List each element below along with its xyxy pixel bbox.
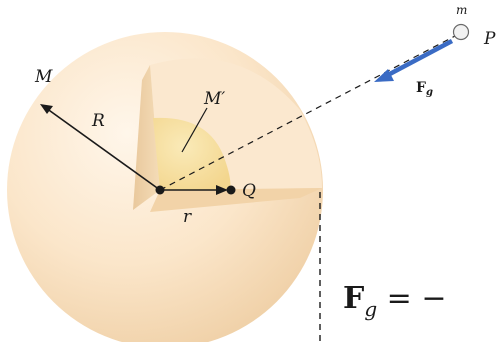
label-Q: Q [242, 181, 256, 201]
label-M-prime: M′ [203, 89, 225, 109]
mass-m-ball [452, 23, 470, 41]
radius-r-arrowhead [216, 185, 228, 195]
equation-fragment: Fg = − [343, 281, 446, 321]
force-arrowhead [374, 69, 394, 82]
label-P: P [483, 29, 496, 49]
label-M: M [34, 67, 53, 87]
radius-R-line [45, 107, 161, 191]
label-m: m [456, 3, 467, 17]
label-R: R [91, 111, 105, 131]
cutaway-floor [150, 188, 322, 212]
radius-R-arrowhead [40, 104, 53, 114]
dashed-line-to-mass [159, 35, 456, 191]
point-Q [226, 185, 236, 195]
label-r: r [183, 207, 192, 227]
inner-core-region [153, 117, 231, 190]
label-Fg: Fg [416, 80, 433, 98]
cutaway-left-wall [133, 65, 160, 210]
force-arrow-shaft [384, 39, 454, 78]
m-prime-leader [181, 107, 208, 153]
